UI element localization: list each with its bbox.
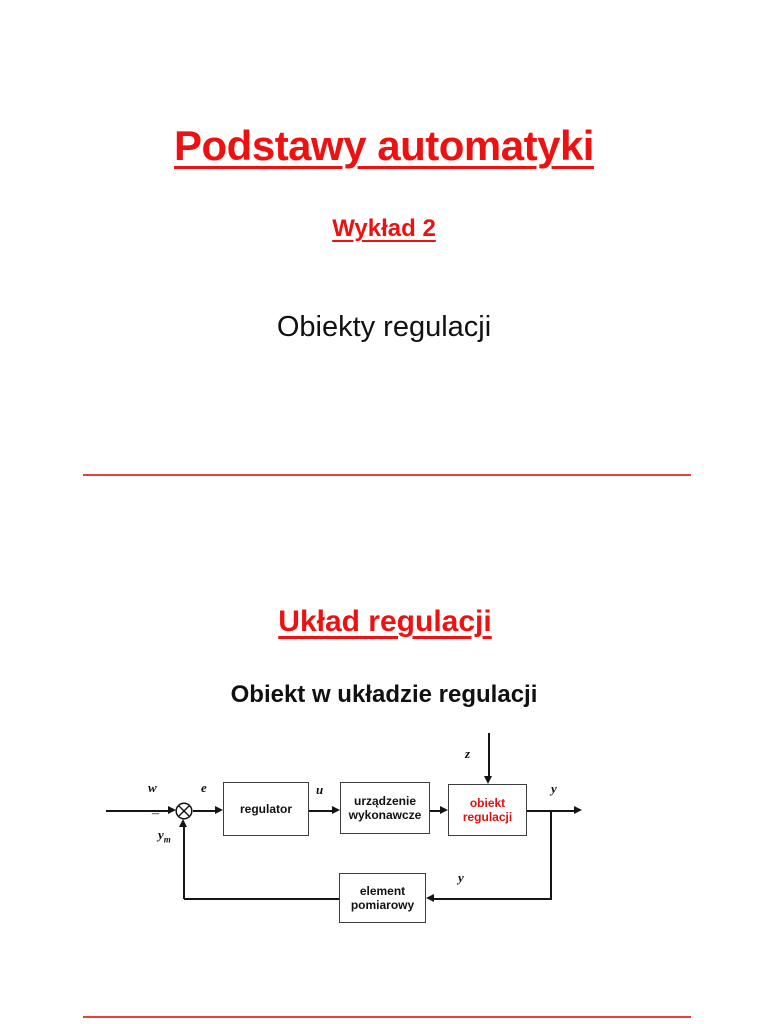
minus-sign: – <box>152 806 159 821</box>
signal-label-u: u <box>316 782 324 797</box>
signal-label-y-output: y <box>551 781 557 796</box>
slide1-title: Podstawy automatyki <box>174 122 594 169</box>
block-element-label-line2: pomiarowy <box>350 898 415 912</box>
arrowhead-into-obiekt <box>440 806 448 814</box>
slide1-subtitle: Wykład 2 <box>332 215 436 242</box>
connector-e <box>193 810 215 812</box>
connector-y-output <box>527 810 574 812</box>
block-obiekt-label-line1: obiekt <box>469 796 506 810</box>
signal-label-y-measured: ym <box>158 828 171 847</box>
connector-u <box>309 810 332 812</box>
signal-label-y-measured-sub: m <box>163 834 171 845</box>
slide1-body-text: Obiekty regulacji <box>276 311 492 343</box>
connector-feedback-branch <box>550 811 552 899</box>
arrowhead-into-regulator <box>215 806 223 814</box>
signal-label-y-measured-base: y <box>158 827 164 842</box>
arrowhead-z-into-obiekt <box>484 776 492 784</box>
arrowhead-into-summing-junction <box>168 806 176 814</box>
connector-feedback-right <box>434 898 552 900</box>
slide-separator-line-top <box>83 474 691 476</box>
block-regulator-label: regulator <box>239 802 292 816</box>
block-urzadzenie-label-line1: urządzenie <box>353 794 416 808</box>
arrowhead-into-element <box>426 894 434 902</box>
connector-w-input <box>106 810 168 812</box>
arrowhead-into-urzadzenie <box>332 806 340 814</box>
block-urzadzenie-wykonawcze: urządzenie wykonawcze <box>340 782 430 834</box>
arrowhead-y-output <box>574 806 582 814</box>
block-element-pomiarowy: element pomiarowy <box>339 873 426 923</box>
slide2-heading: Obiekt w układzie regulacji <box>230 681 538 708</box>
signal-label-y-feedback: y <box>458 870 464 885</box>
connector-urzadzenie-obiekt <box>430 810 440 812</box>
summing-junction-icon <box>175 802 193 820</box>
block-regulator: regulator <box>223 782 309 836</box>
connector-feedback-left <box>184 898 339 900</box>
signal-label-w: w <box>148 780 157 795</box>
arrowhead-into-summing-junction-bottom <box>179 819 187 827</box>
signal-label-z: z <box>465 746 471 761</box>
slide2-title: Układ regulacji <box>278 605 492 638</box>
block-obiekt-label-line2: regulacji <box>462 810 513 824</box>
connector-z <box>488 733 490 776</box>
signal-label-e: e <box>201 780 207 795</box>
block-obiekt-regulacji: obiekt regulacji <box>448 784 527 836</box>
connector-feedback-up <box>183 827 185 899</box>
block-element-label-line1: element <box>359 884 406 898</box>
slide-separator-line-bottom <box>83 1016 691 1018</box>
block-urzadzenie-label-line2: wykonawcze <box>348 808 422 822</box>
